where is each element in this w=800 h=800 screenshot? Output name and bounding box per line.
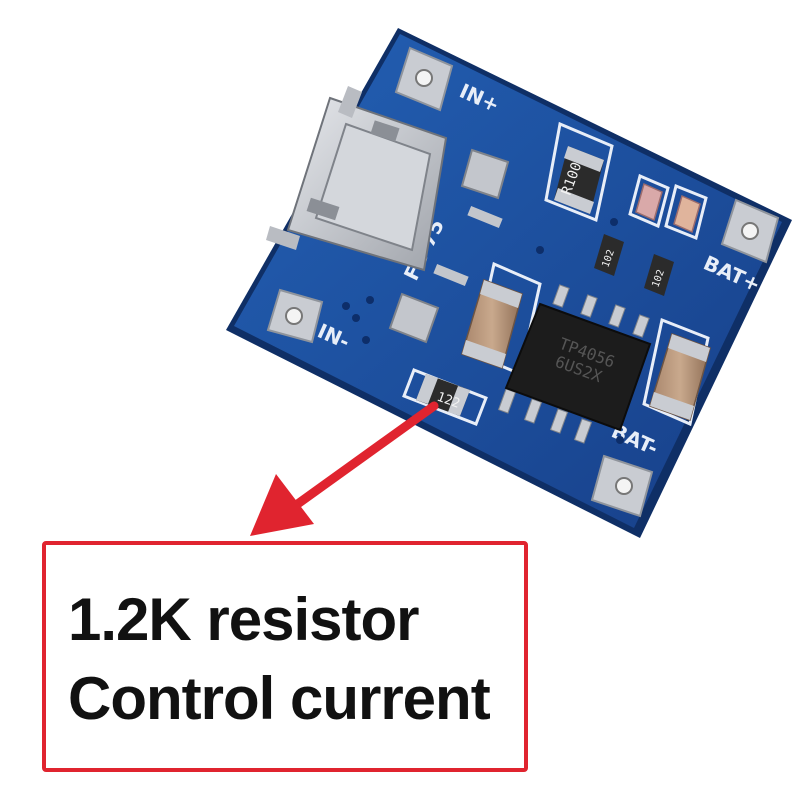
annotation-line-1: 1.2K resistor xyxy=(68,586,420,653)
led-indicators xyxy=(635,182,701,234)
small-resistor-2: 102 xyxy=(644,254,674,296)
led-red xyxy=(635,182,663,222)
pad-in-minus xyxy=(266,288,324,344)
program-resistor: 122 xyxy=(416,374,470,416)
pad-square-2 xyxy=(388,292,440,344)
pad-square-1 xyxy=(460,148,510,200)
pad-bat-minus xyxy=(590,454,654,518)
sense-resistor: R100 xyxy=(554,146,604,214)
small-resistor-1: 102 xyxy=(594,234,624,276)
annotation-callout: 1.2K resistor Control current xyxy=(42,541,528,772)
pad-strip-2 xyxy=(433,263,469,287)
pad-in-plus xyxy=(394,46,454,112)
pcb-surface xyxy=(234,34,782,528)
mounting-pads xyxy=(266,46,780,518)
charger-ic: TP4056 6US2X xyxy=(497,284,652,444)
pcb-board xyxy=(226,28,792,538)
led-blue xyxy=(673,194,701,234)
annotation-arrow xyxy=(250,401,439,536)
capacitor-right xyxy=(649,333,711,421)
micro-usb-connector xyxy=(266,86,448,272)
pad-bat-plus xyxy=(720,198,780,264)
annotation-line-2: Control current xyxy=(68,665,491,732)
capacitor-left xyxy=(461,279,523,369)
pad-strip-1 xyxy=(467,205,503,229)
vias xyxy=(342,218,624,444)
